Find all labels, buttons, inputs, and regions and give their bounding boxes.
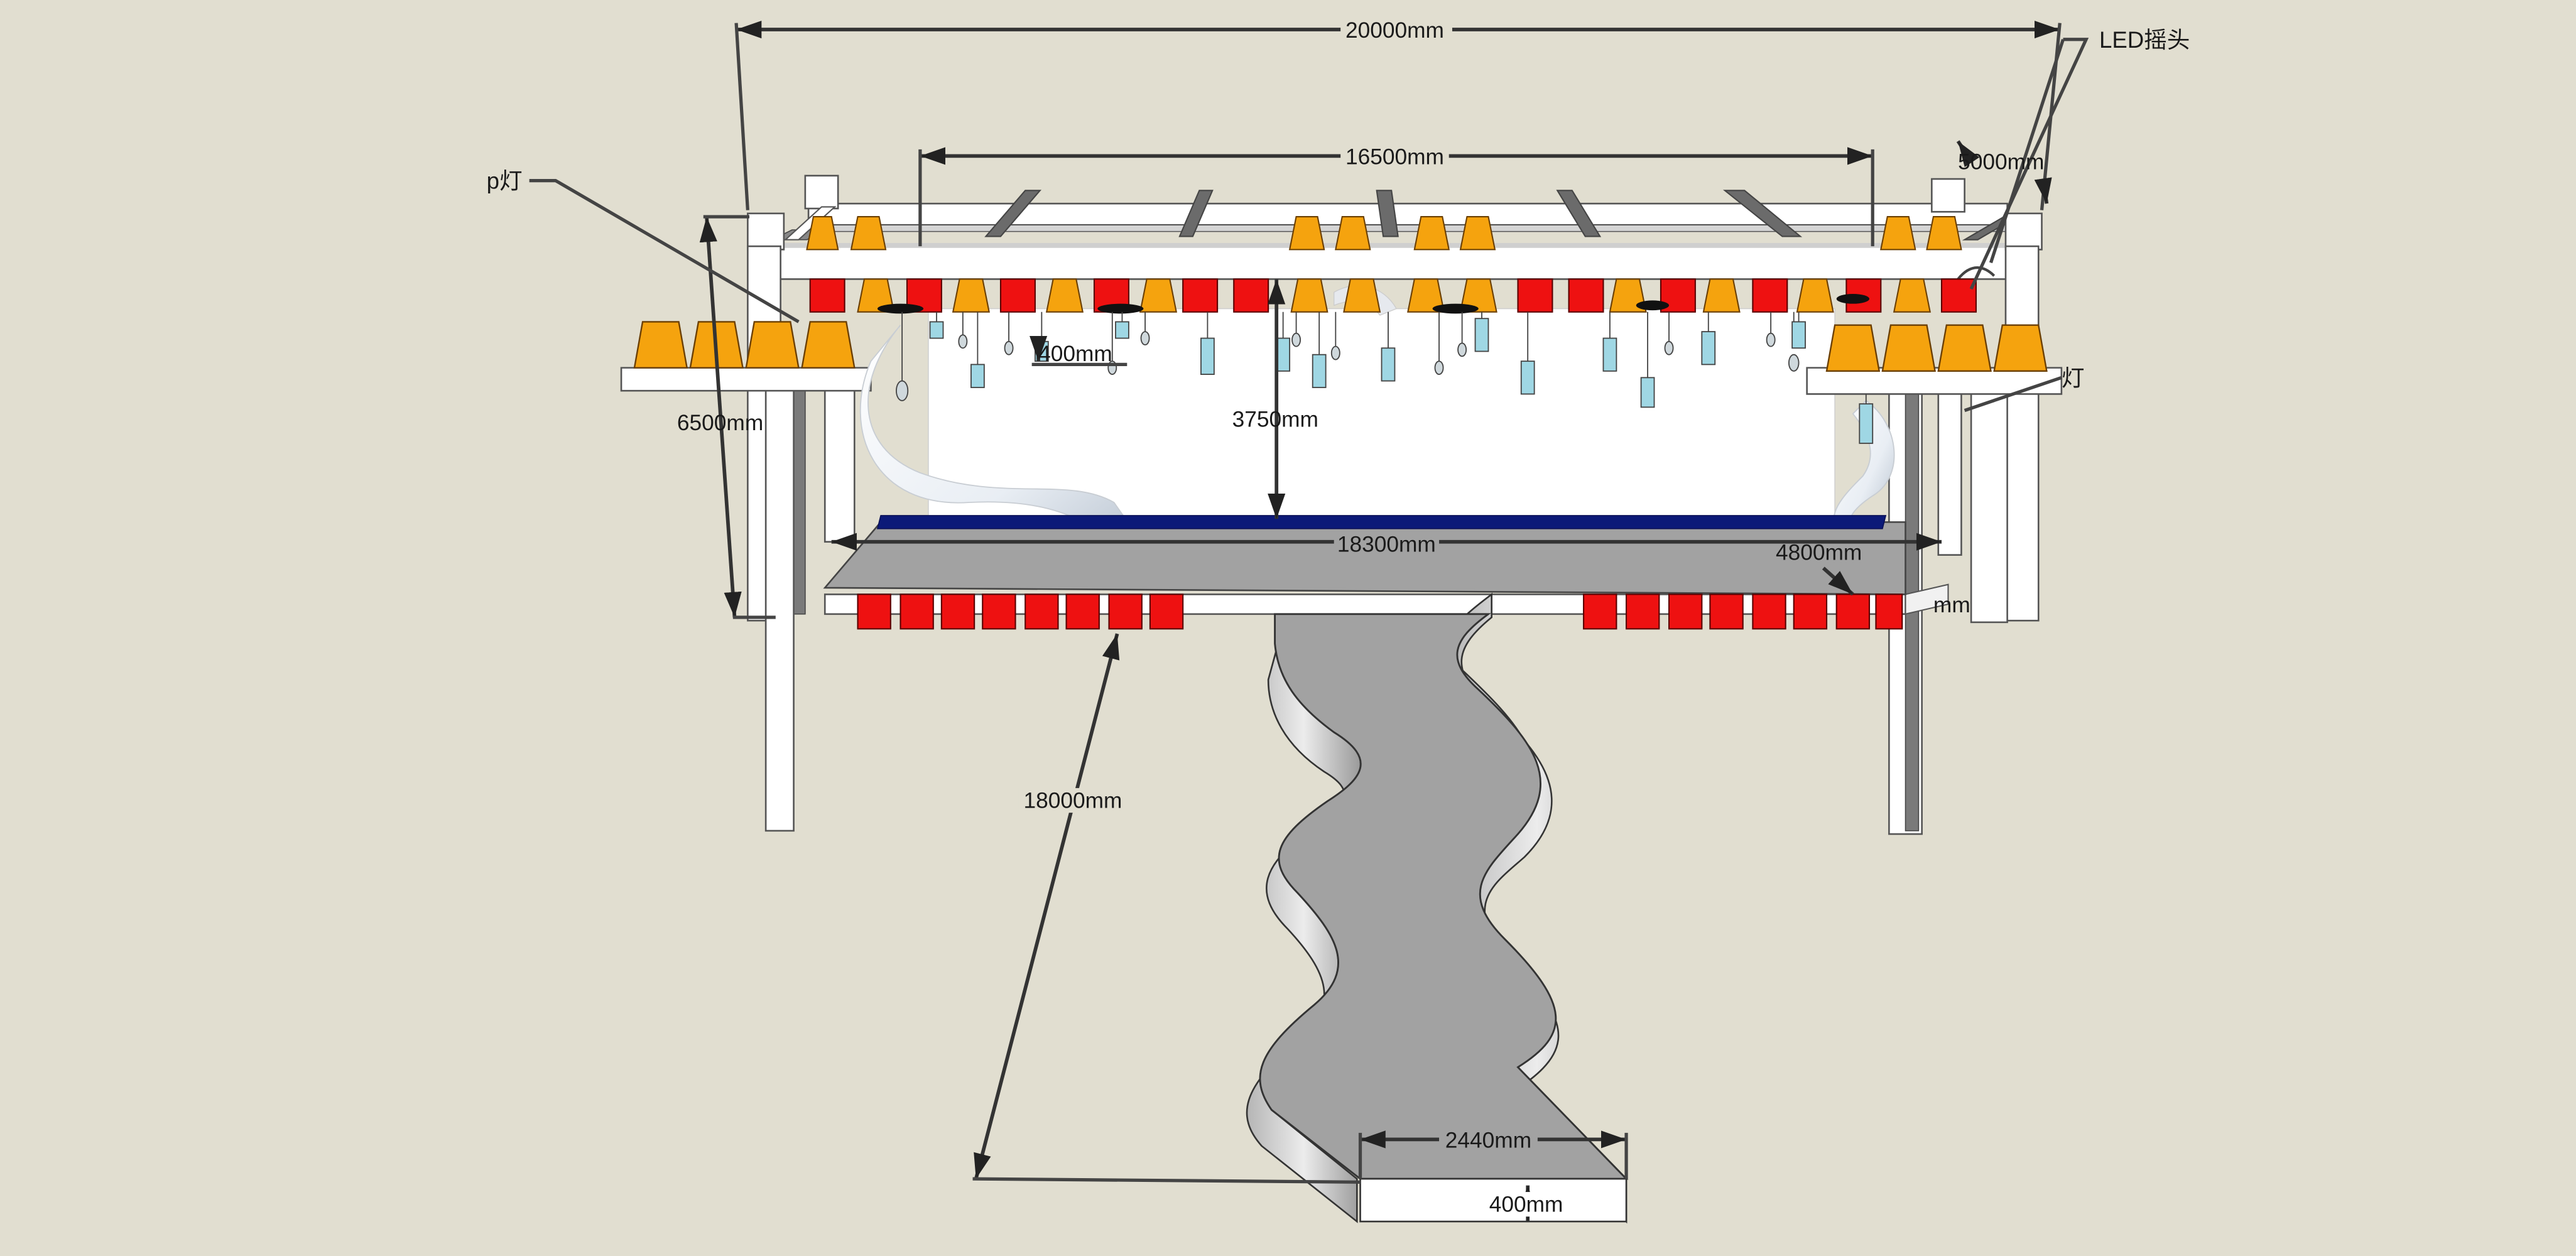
red-box bbox=[1793, 593, 1828, 630]
red-box bbox=[1709, 593, 1744, 630]
red-box bbox=[999, 278, 1036, 313]
red-box bbox=[1835, 593, 1871, 630]
label-clear-height: 3750mm bbox=[1232, 408, 1318, 432]
par-can bbox=[1702, 278, 1741, 313]
red-box bbox=[1065, 593, 1100, 630]
par-can bbox=[1993, 324, 2048, 372]
red-box bbox=[1583, 593, 1617, 630]
label-overall-width: 20000mm bbox=[1345, 18, 1444, 43]
label-height: 6500mm bbox=[677, 411, 763, 435]
par-can bbox=[1290, 278, 1329, 313]
par-can bbox=[1825, 324, 1881, 372]
par-can bbox=[850, 216, 887, 251]
red-box bbox=[1108, 593, 1143, 630]
par-can bbox=[806, 216, 839, 251]
label-partial-mm: mm bbox=[1933, 593, 1970, 617]
par-can bbox=[952, 278, 990, 313]
par-can-lights bbox=[633, 216, 2048, 372]
red-box bbox=[1940, 278, 1977, 313]
par-can bbox=[1413, 216, 1450, 251]
label-runway-height: 400mm bbox=[1489, 1192, 1563, 1216]
label-stage-depth: 4800mm bbox=[1776, 541, 1862, 565]
red-box bbox=[1875, 593, 1903, 630]
par-can bbox=[745, 321, 800, 369]
red-box bbox=[1568, 278, 1604, 313]
par-can bbox=[1343, 278, 1381, 313]
red-box bbox=[940, 593, 976, 630]
backdrop-screen bbox=[928, 308, 1835, 523]
red-box bbox=[1626, 593, 1660, 630]
label-led-moving-head: LED摇头 bbox=[2099, 27, 2190, 53]
red-box bbox=[899, 593, 934, 630]
red-box bbox=[1752, 278, 1788, 313]
par-can bbox=[801, 321, 856, 369]
label-runway-width: 2440mm bbox=[1445, 1128, 1531, 1152]
front-red-boxes bbox=[857, 593, 1903, 630]
red-box bbox=[1149, 593, 1184, 630]
red-box bbox=[1024, 593, 1059, 630]
par-can bbox=[1893, 278, 1931, 313]
par-can bbox=[1139, 278, 1177, 313]
red-box bbox=[1233, 278, 1269, 313]
right-tower bbox=[1806, 245, 2063, 835]
par-can bbox=[857, 278, 895, 313]
red-box bbox=[809, 278, 845, 313]
par-can bbox=[1288, 216, 1325, 251]
top-truss-frame bbox=[747, 175, 2043, 280]
red-box bbox=[1752, 593, 1786, 630]
label-runway-length: 18000mm bbox=[1024, 788, 1122, 813]
par-can bbox=[1335, 216, 1371, 251]
runway bbox=[1246, 592, 1629, 1224]
red-box bbox=[906, 278, 942, 313]
label-light-partial: 灯 bbox=[2062, 365, 2085, 391]
label-p-light: p灯 bbox=[487, 168, 523, 194]
dimension-labels: 20000mm 16500mm 5000mm 6500mm 400mm 3750… bbox=[677, 16, 2044, 1216]
par-can bbox=[1926, 216, 1962, 251]
par-can bbox=[1881, 324, 1936, 372]
par-can bbox=[1459, 278, 1497, 313]
red-box bbox=[857, 593, 891, 630]
label-depth-top: 5000mm bbox=[1958, 149, 2044, 174]
label-hang-spacing: 400mm bbox=[1038, 342, 1112, 366]
par-can bbox=[1796, 278, 1834, 313]
par-can bbox=[633, 321, 688, 369]
par-can bbox=[1880, 216, 1916, 251]
red-box bbox=[1668, 593, 1703, 630]
par-can bbox=[1609, 278, 1647, 313]
par-can bbox=[1407, 278, 1445, 313]
label-inner-width: 16500mm bbox=[1345, 144, 1444, 169]
callout-leaders bbox=[529, 38, 2089, 413]
label-stage-width: 18300mm bbox=[1337, 532, 1436, 556]
red-box bbox=[1517, 278, 1553, 313]
par-can bbox=[1937, 324, 1992, 372]
callout-labels: LED摇头 p灯 灯 bbox=[487, 27, 2190, 391]
par-can bbox=[1045, 278, 1084, 313]
red-box bbox=[982, 593, 1016, 630]
red-box bbox=[1182, 278, 1219, 313]
par-can bbox=[1459, 216, 1496, 251]
